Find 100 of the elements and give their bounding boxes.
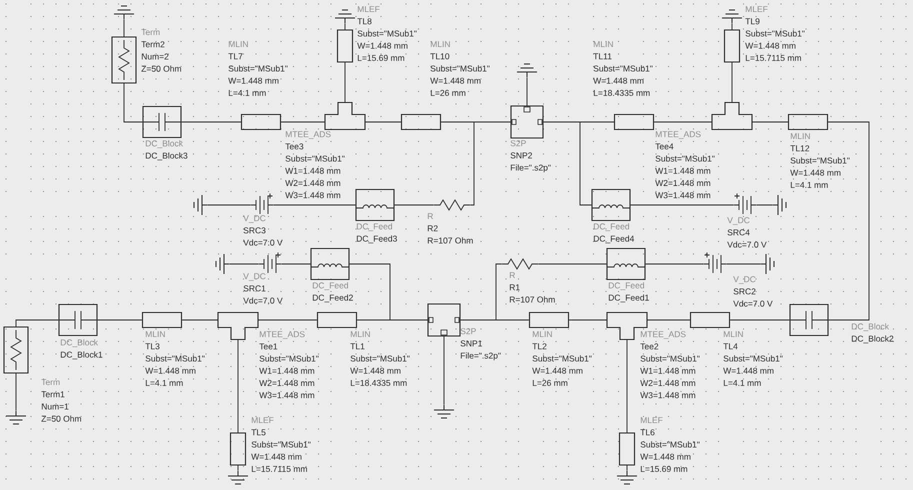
- wire: [626, 465, 628, 472]
- node-label: TL9: [745, 18, 760, 24]
- node-label: Term: [141, 29, 160, 36]
- node-label: TL10: [430, 53, 450, 60]
- node-label: MLIN: [594, 41, 613, 48]
- ground-symbol: [772, 194, 786, 216]
- ground-symbol: [434, 404, 454, 418]
- component-label: DC_Feed DC_Feed3: [356, 223, 397, 244]
- node-label: MTEE_ADS: [260, 331, 305, 339]
- node-label: Tee3: [285, 143, 304, 150]
- node-label: W2=1.448 mm: [285, 180, 340, 186]
- node-label: W=1.448 mm: [532, 368, 582, 374]
- component-label: MTEE_ADS Tee4 Subst="MSub1" W1=1.448 mm W2=1.448 mm W3=1.448 mm: [655, 131, 714, 198]
- node-label: Subst="MSub1": [656, 155, 714, 162]
- capacitor-symbol: [789, 304, 829, 336]
- node-label: MLIN: [430, 41, 450, 48]
- node-label: Tee4: [655, 143, 674, 150]
- node-label: MLIN: [532, 331, 552, 338]
- node-label: Subst="MSub1": [146, 355, 204, 362]
- two-port-block: [427, 303, 461, 337]
- component-label: S2P SNP2 File=".s2p": [510, 140, 551, 172]
- ground-symbol: [194, 194, 208, 216]
- component-label: MLIN TL3 Subst="MSub1" W=1.448 mm L=4.1 mm: [145, 331, 204, 386]
- inductor-symbol: [606, 248, 646, 280]
- node-label: TL3: [145, 343, 160, 350]
- node-label: TL4: [723, 343, 738, 350]
- port-symbol: [3, 326, 29, 374]
- node-label: W2=1.448 mm: [640, 380, 696, 386]
- wire: [394, 204, 434, 206]
- node-label: L=4.1 mm: [146, 380, 183, 386]
- node-label: W=1.448 mm: [145, 368, 196, 374]
- node-label: W1=1.448 mm: [640, 368, 696, 374]
- node-label: Subst="MSub1": [358, 30, 416, 37]
- node-label: Subst="MSub1": [640, 441, 700, 448]
- node-label: L=15.69 mm: [640, 466, 688, 472]
- node-label: L=26 mm: [532, 380, 568, 386]
- component-label: MLIN TL10 Subst="MSub1" W=1.448 mm L=26 mm: [430, 41, 490, 96]
- node-label: TL2: [532, 343, 546, 350]
- node-label: Subst="MSub1": [350, 355, 410, 362]
- node-label: TL7: [228, 53, 242, 60]
- wire: [470, 122, 511, 206]
- wire: [828, 122, 870, 320]
- node-label: Subst="MSub1": [640, 355, 700, 362]
- component-label: MLIN TL7 Subst="MSub1" W=1.448 mm L=4.1 mm: [228, 41, 288, 96]
- node-label: TL8: [357, 18, 372, 24]
- component-label: MTEE_ADS Tee2 Subst="MSub1" W1=1.448 mm W2=1.448 mm W3=1.448 mm: [640, 331, 700, 398]
- component-label: V_DC SRC4 Vdc=7.0 V: [727, 217, 767, 248]
- node-label: MTEE_ADS: [640, 331, 686, 339]
- node-label: W=1.448 mm: [430, 78, 480, 84]
- wire: [626, 339, 628, 433]
- node-label: MLIN: [350, 331, 370, 338]
- node-label: W2=1.448 mm: [655, 180, 710, 186]
- component-label: MTEE_ADS Tee1 Subst="MSub1" W1=1.448 mm W2=1.448 mm W3=1.448 mm: [259, 331, 318, 398]
- node-label: W1=1.448 mm: [259, 368, 314, 374]
- wire: [272, 204, 356, 206]
- node-label: W3=1.448 mm: [640, 392, 696, 398]
- node-label: Tee2: [640, 343, 658, 350]
- node-label: Tee1: [259, 343, 278, 350]
- node-label: L=15.7115 mm: [252, 466, 307, 472]
- component-label: V_DC SRC1 Vdc=7.0 V: [243, 273, 283, 304]
- node-label: Term: [41, 379, 60, 386]
- node-label: MLIN: [790, 133, 810, 140]
- component-label: V_DC SRC2 Vdc=7.0 V: [733, 276, 773, 307]
- node-label: Subst="MSub1": [532, 355, 592, 362]
- component-label: MLIN TL1 Subst="MSub1" W=1.448 mm L=18.4335 mm: [350, 331, 410, 386]
- node-label: Subst="MSub1": [594, 65, 652, 72]
- node-label: Subst="MSub1": [724, 355, 782, 362]
- node-label: W=1.448 mm: [790, 170, 840, 176]
- component-label: DC_Feed DC_Feed1: [608, 282, 649, 302]
- wire: [344, 22, 346, 30]
- component-label: MLEF TL5 Subst="MSub1" W=1.448 mm L=15.7115 mm: [251, 417, 310, 472]
- capacitor-symbol: [142, 106, 182, 138]
- node-label: Z=50 Ohm: [41, 415, 82, 422]
- tee-junction: [711, 102, 753, 130]
- node-label: L=4.1 mm: [724, 380, 761, 386]
- node-label: Subst="MSub1": [430, 65, 490, 72]
- component-label: MTEE_ADS Tee3 Subst="MSub1" W1=1.448 mm W2=1.448 mm W3=1.448 mm: [285, 131, 344, 198]
- inductor-symbol: [355, 188, 395, 222]
- inductor-symbol: [310, 248, 350, 280]
- wire: [16, 320, 59, 327]
- node-label: MLEF: [640, 417, 663, 424]
- node-label: W3=1.448 mm: [655, 192, 710, 198]
- node-label: MLEF: [252, 417, 274, 424]
- wire: [630, 204, 734, 206]
- node-label: W=1.448 mm: [251, 454, 302, 460]
- node-label: W=1.448 mm: [593, 78, 644, 84]
- ground-symbol: [216, 254, 230, 274]
- battery-symbol: [250, 193, 274, 214]
- port-symbol: [111, 36, 137, 84]
- node-label: L=4.1 mm: [228, 90, 266, 96]
- node-label: TL1: [350, 343, 364, 350]
- node-label: TL5: [251, 429, 266, 436]
- node-label: MTEE_ADS: [656, 131, 701, 139]
- wire: [206, 204, 252, 206]
- node-label: W=1.448 mm: [745, 42, 796, 49]
- component-label: MLIN TL12 Subst="MSub1" W=1.448 mm L=4.1 mm: [790, 133, 850, 188]
- node-label: W=1.448 mm: [357, 42, 408, 49]
- component-label: DC_Block DC_Block3: [146, 140, 188, 160]
- node-label: Subst="MSub1": [746, 30, 805, 37]
- node-label: Num=1: [42, 404, 68, 410]
